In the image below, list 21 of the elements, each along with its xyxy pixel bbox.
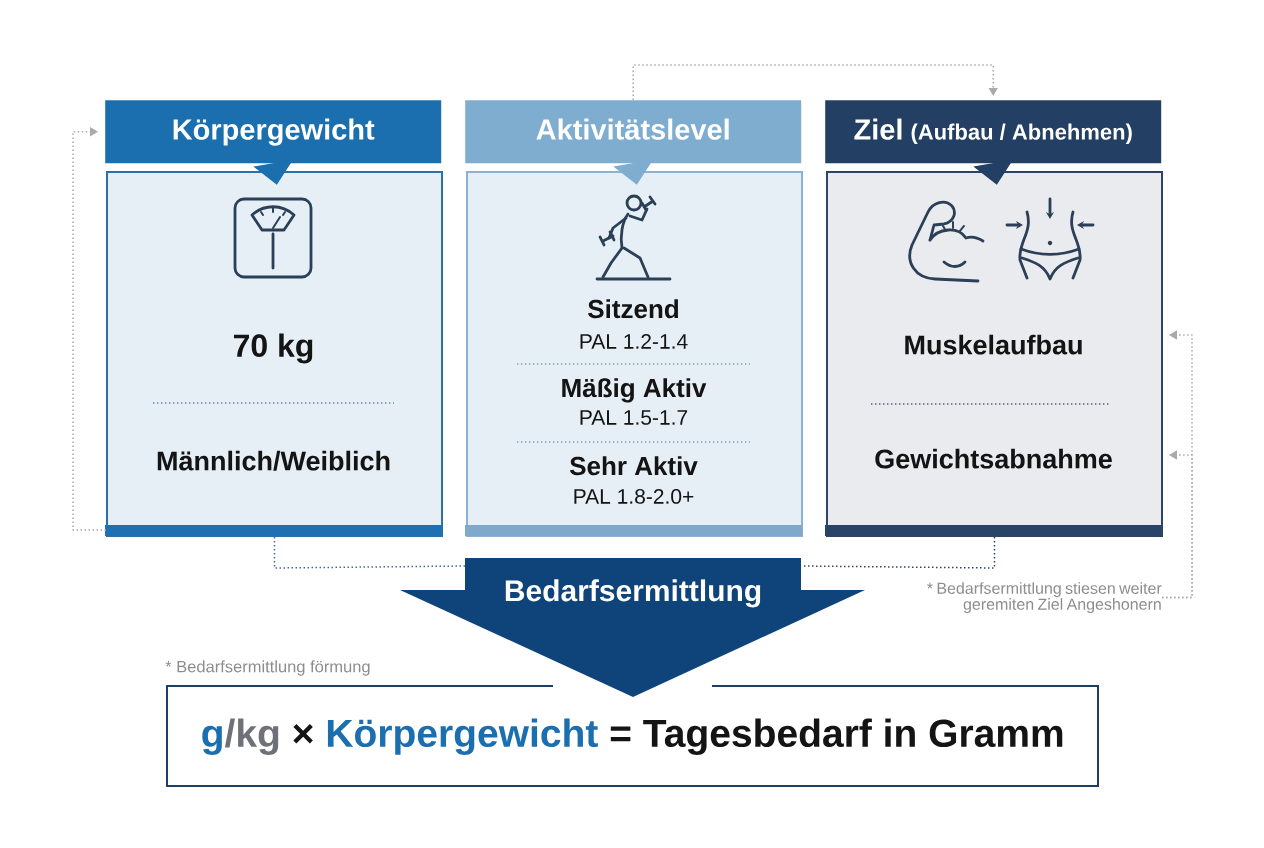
pal-range-text: PAL 1.5-1.7: [580, 410, 688, 425]
level-text: Sehr Aktiv: [569, 456, 698, 476]
option-text: Muskelaufbau: [905, 334, 1082, 355]
formula-box: g/kg × Körpergewicht = Tagesbedarf in Gramm: [166, 685, 1099, 787]
note-text: * Bedarfsermittlung förmung: [165, 660, 370, 676]
level-text: Sitzend: [588, 299, 678, 319]
panel-box: [465, 171, 803, 537]
dotted-line: [800, 536, 996, 569]
panel-box: [105, 171, 443, 537]
panel-box: [825, 171, 1163, 537]
level-text: Mäßig Aktiv: [562, 378, 707, 403]
note-text: * Bedarfsermittlung stiesen weiter geremiten Ziel Angeshonern: [927, 582, 1162, 614]
option-text: Männlich/Weiblich: [157, 450, 390, 471]
pal-range-text: PAL 1.8-2.0+: [574, 489, 694, 504]
pal-range-text: PAL 1.2-1.4: [580, 334, 688, 349]
dotted-arrow: [1161, 450, 1193, 599]
dotted-arrow: [72, 127, 107, 531]
dotted-arrow: [632, 64, 998, 101]
value-text: 70 kg: [233, 333, 313, 364]
option-text: Gewichtsabnahme: [875, 448, 1112, 469]
dotted-line: [273, 536, 466, 569]
